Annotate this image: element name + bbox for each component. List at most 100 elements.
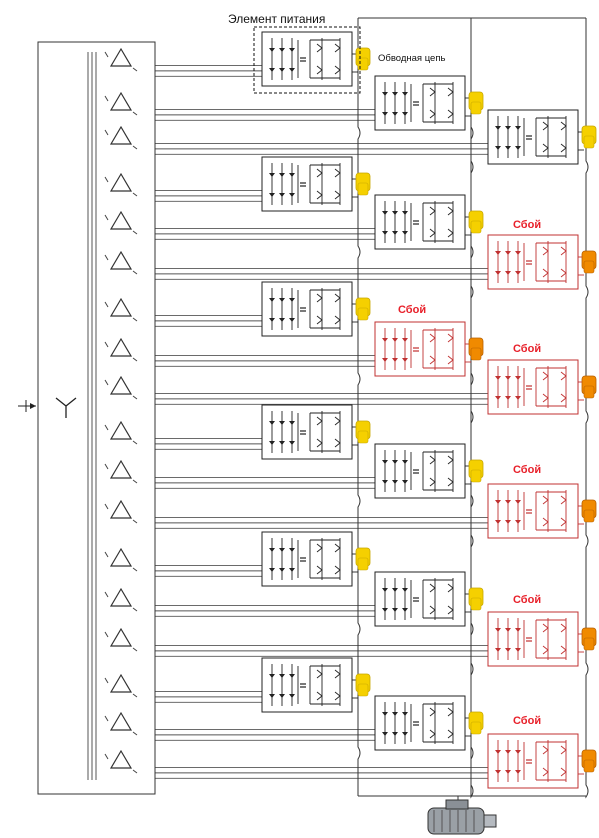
igbt-icon xyxy=(560,268,567,278)
diode-icon xyxy=(505,376,511,380)
power-cell-box xyxy=(261,657,353,713)
igbt-icon xyxy=(447,228,454,238)
diode-icon xyxy=(402,588,408,592)
secondary-delta-winding-icon xyxy=(104,591,138,612)
igbt-icon xyxy=(560,745,567,755)
igbt-icon xyxy=(316,190,323,200)
diode-icon xyxy=(289,298,295,302)
power-cell-icon xyxy=(261,404,371,460)
motor-icon xyxy=(427,807,485,835)
diode-icon xyxy=(382,588,388,592)
igbt-icon xyxy=(316,65,323,75)
diode-icon xyxy=(495,126,501,130)
secondary-delta-winding-icon xyxy=(104,301,138,322)
secondary-delta-winding-icon xyxy=(109,91,133,111)
motor-icon xyxy=(427,796,497,835)
diode-icon xyxy=(402,358,408,362)
igbt-icon xyxy=(447,206,454,216)
diode-icon xyxy=(402,338,408,342)
igbt-icon xyxy=(560,517,567,527)
bypass-circuit-label: Обводная цепь xyxy=(378,53,446,64)
igbt-icon xyxy=(447,477,454,487)
power-cell-icon xyxy=(487,483,597,539)
igbt-icon xyxy=(542,143,549,153)
igbt-icon xyxy=(316,315,323,325)
bypass-switch-icon xyxy=(470,220,482,234)
secondary-delta-winding-icon xyxy=(104,753,138,774)
diode-icon xyxy=(289,68,295,72)
power-cell-box xyxy=(374,75,466,131)
power-cell-box xyxy=(487,483,579,539)
diode-icon xyxy=(392,92,398,96)
diode-icon xyxy=(495,750,501,754)
diode-icon xyxy=(515,520,521,524)
igbt-icon xyxy=(334,543,341,553)
diode-icon xyxy=(269,674,275,678)
diode-icon xyxy=(279,193,285,197)
diode-icon xyxy=(382,231,388,235)
diode-icon xyxy=(505,146,511,150)
diode-icon xyxy=(515,500,521,504)
diode-icon xyxy=(505,251,511,255)
igbt-icon xyxy=(542,268,549,278)
igbt-icon xyxy=(429,455,436,465)
power-cell-box xyxy=(487,611,579,667)
power-cell-box xyxy=(261,156,353,212)
igbt-icon xyxy=(560,246,567,256)
diode-icon xyxy=(515,146,521,150)
secondary-delta-winding-icon xyxy=(104,95,138,116)
igbt-icon xyxy=(560,623,567,633)
diode-icon xyxy=(495,500,501,504)
power-cell-icon xyxy=(487,611,597,667)
bypass-switch-icon xyxy=(470,101,482,115)
power-cell-icon xyxy=(261,657,371,713)
power-cell-icon xyxy=(487,359,597,415)
igbt-icon xyxy=(429,87,436,97)
diode-icon xyxy=(382,92,388,96)
diode-icon xyxy=(269,173,275,177)
diode-icon xyxy=(515,770,521,774)
diode-icon xyxy=(382,732,388,736)
igbt-icon xyxy=(560,495,567,505)
diode-icon xyxy=(279,173,285,177)
diode-icon xyxy=(402,92,408,96)
power-cell-highlight xyxy=(253,26,361,94)
igbt-icon xyxy=(316,293,323,303)
diode-icon xyxy=(289,318,295,322)
diode-icon xyxy=(402,732,408,736)
diode-icon xyxy=(269,48,275,52)
power-cell-box xyxy=(261,404,353,460)
igbt-icon xyxy=(447,605,454,615)
motor-icon xyxy=(445,799,469,810)
diode-icon xyxy=(289,173,295,177)
igbt-icon xyxy=(334,691,341,701)
secondary-delta-winding-icon xyxy=(109,627,133,647)
input-arrow-icon xyxy=(30,403,36,409)
diode-icon xyxy=(505,396,511,400)
primary-wye-winding-icon xyxy=(55,397,77,418)
diode-icon xyxy=(495,146,501,150)
bypass-switch-icon xyxy=(583,385,595,399)
diode-icon xyxy=(279,68,285,72)
bypass-switch-icon xyxy=(357,557,369,571)
igbt-icon xyxy=(447,87,454,97)
diode-icon xyxy=(402,480,408,484)
igbt-icon xyxy=(560,767,567,777)
diode-icon xyxy=(392,211,398,215)
power-cell-box xyxy=(261,31,353,87)
power-cell-box xyxy=(374,695,466,751)
igbt-icon xyxy=(429,109,436,119)
power-cell-icon xyxy=(261,156,371,212)
secondary-delta-winding-icon xyxy=(109,711,133,731)
secondary-delta-winding-icon xyxy=(104,129,138,150)
diode-icon xyxy=(392,338,398,342)
fault-label-phase-c-3: Сбой xyxy=(513,343,542,355)
igbt-icon xyxy=(447,109,454,119)
fault-label-phase-b-3: Сбой xyxy=(398,304,427,316)
diode-icon xyxy=(279,548,285,552)
diode-icon xyxy=(505,628,511,632)
igbt-icon xyxy=(560,371,567,381)
diode-icon xyxy=(382,112,388,116)
secondary-delta-winding-icon xyxy=(104,379,138,400)
diode-icon xyxy=(269,193,275,197)
